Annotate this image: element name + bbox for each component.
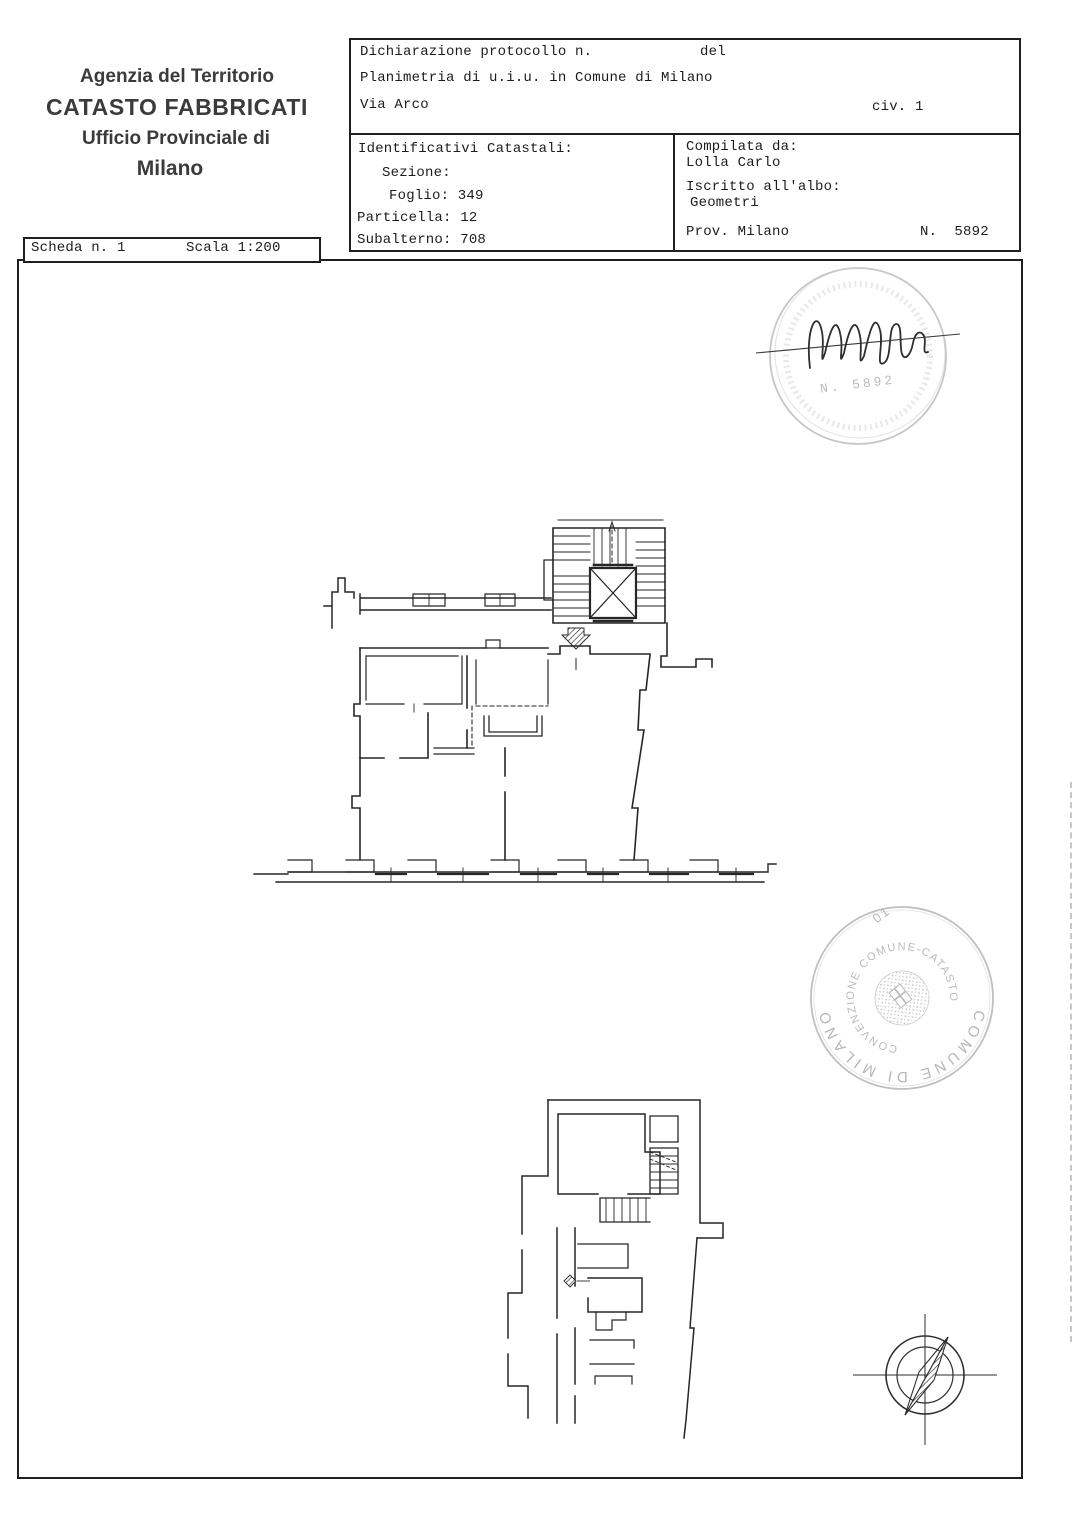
compiler-box	[673, 133, 1021, 252]
drawing-frame	[17, 259, 1023, 1479]
agency-line4: Milano	[136, 157, 204, 180]
piano-interrato-plan	[507, 1099, 724, 1439]
agency-line1: Agenzia del Territorio	[80, 66, 274, 87]
apartment-walls	[351, 639, 651, 861]
compass	[853, 1314, 997, 1445]
protocol-del-label: del	[700, 44, 726, 60]
signature	[755, 320, 961, 369]
common-corridor	[323, 577, 552, 629]
scheda-scale: Scala 1:200	[186, 240, 281, 256]
compass-needle-north	[904, 1336, 949, 1416]
scheda-number: Scheda n. 1	[31, 240, 126, 256]
agency-line2: CATASTO FABBRICATI	[45, 94, 309, 120]
comune-stamp: COMUNE DI MILANO CONVENZIONE COMUNE-CATA…	[806, 903, 1001, 1120]
particella-field: Particella: 12	[357, 210, 478, 226]
albo-number: N. 5892	[920, 224, 989, 240]
entrance-arrow-icon	[560, 627, 592, 650]
facade-wall	[253, 859, 777, 883]
compiler-name: Lolla Carlo	[686, 155, 781, 171]
prov-field: Prov. Milano	[686, 224, 790, 240]
foglio-field: Foglio: 349	[389, 188, 484, 204]
basement-walls	[507, 1099, 724, 1439]
planimetria-label: Planimetria di u.i.u. in Comune di Milan…	[360, 70, 713, 86]
sezione-field: Sezione:	[382, 165, 451, 181]
scheda-box	[23, 237, 321, 263]
agency-line3: Ufficio Provinciale di	[82, 128, 270, 149]
declaration-box	[349, 38, 1021, 137]
compiler-label: Compilata da:	[686, 139, 798, 155]
albo-label: Iscritto all'albo:	[686, 179, 841, 195]
protocol-label: Dichiarazione protocollo n.	[360, 44, 593, 60]
surveyor-stamp-number: N. 5892	[819, 372, 896, 396]
civic-number: civ. 1	[872, 99, 924, 115]
cantina-door-arrow-icon	[563, 1274, 577, 1288]
stairwell-block	[543, 519, 713, 668]
identifiers-box	[349, 133, 677, 252]
comune-stamp-top-number: 01	[870, 903, 894, 926]
piano-terzo-plan	[253, 519, 777, 883]
street-field: Via Arco	[360, 97, 429, 113]
subalterno-field: Subalterno: 708	[357, 232, 487, 248]
identifiers-title: Identificativi Catastali:	[358, 141, 574, 157]
albo-value: Geometri	[690, 195, 759, 211]
surveyor-stamp: N. 5892	[755, 267, 961, 445]
scan-artifact-line	[1070, 782, 1072, 1342]
